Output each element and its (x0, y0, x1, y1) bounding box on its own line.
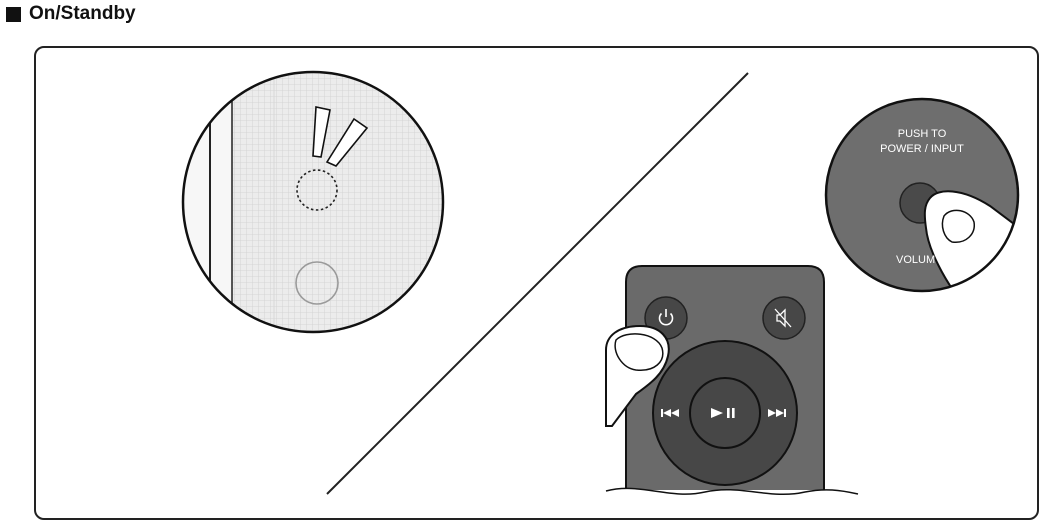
previous-track-icon[interactable] (661, 409, 679, 417)
black-square-icon (6, 6, 21, 22)
light-ray-icon (325, 117, 369, 167)
indicator-lit (296, 169, 338, 211)
power-icon (658, 309, 674, 326)
section-heading: On/Standby (6, 3, 136, 25)
play-pause-icon (711, 408, 735, 418)
illustration-frame (34, 46, 1039, 520)
power-input-callout: PUSH TO POWER / INPUT VOLUM (824, 97, 1020, 293)
mute-icon (774, 308, 792, 328)
remote-play-pause-button[interactable] (689, 377, 761, 449)
remote-mute-button[interactable] (762, 296, 806, 340)
callout-label-line3: VOLUM (896, 254, 935, 266)
indicator-unlit (295, 261, 339, 305)
section-title: On/Standby (29, 3, 136, 24)
next-track-icon[interactable] (768, 409, 786, 417)
light-ray-icon (312, 106, 331, 158)
divider-line (326, 72, 749, 495)
remote-control (605, 265, 859, 505)
indicator-zoom-circle (181, 70, 445, 334)
callout-label-line1: PUSH TO (898, 128, 947, 140)
callout-label-line2: POWER / INPUT (880, 143, 964, 155)
